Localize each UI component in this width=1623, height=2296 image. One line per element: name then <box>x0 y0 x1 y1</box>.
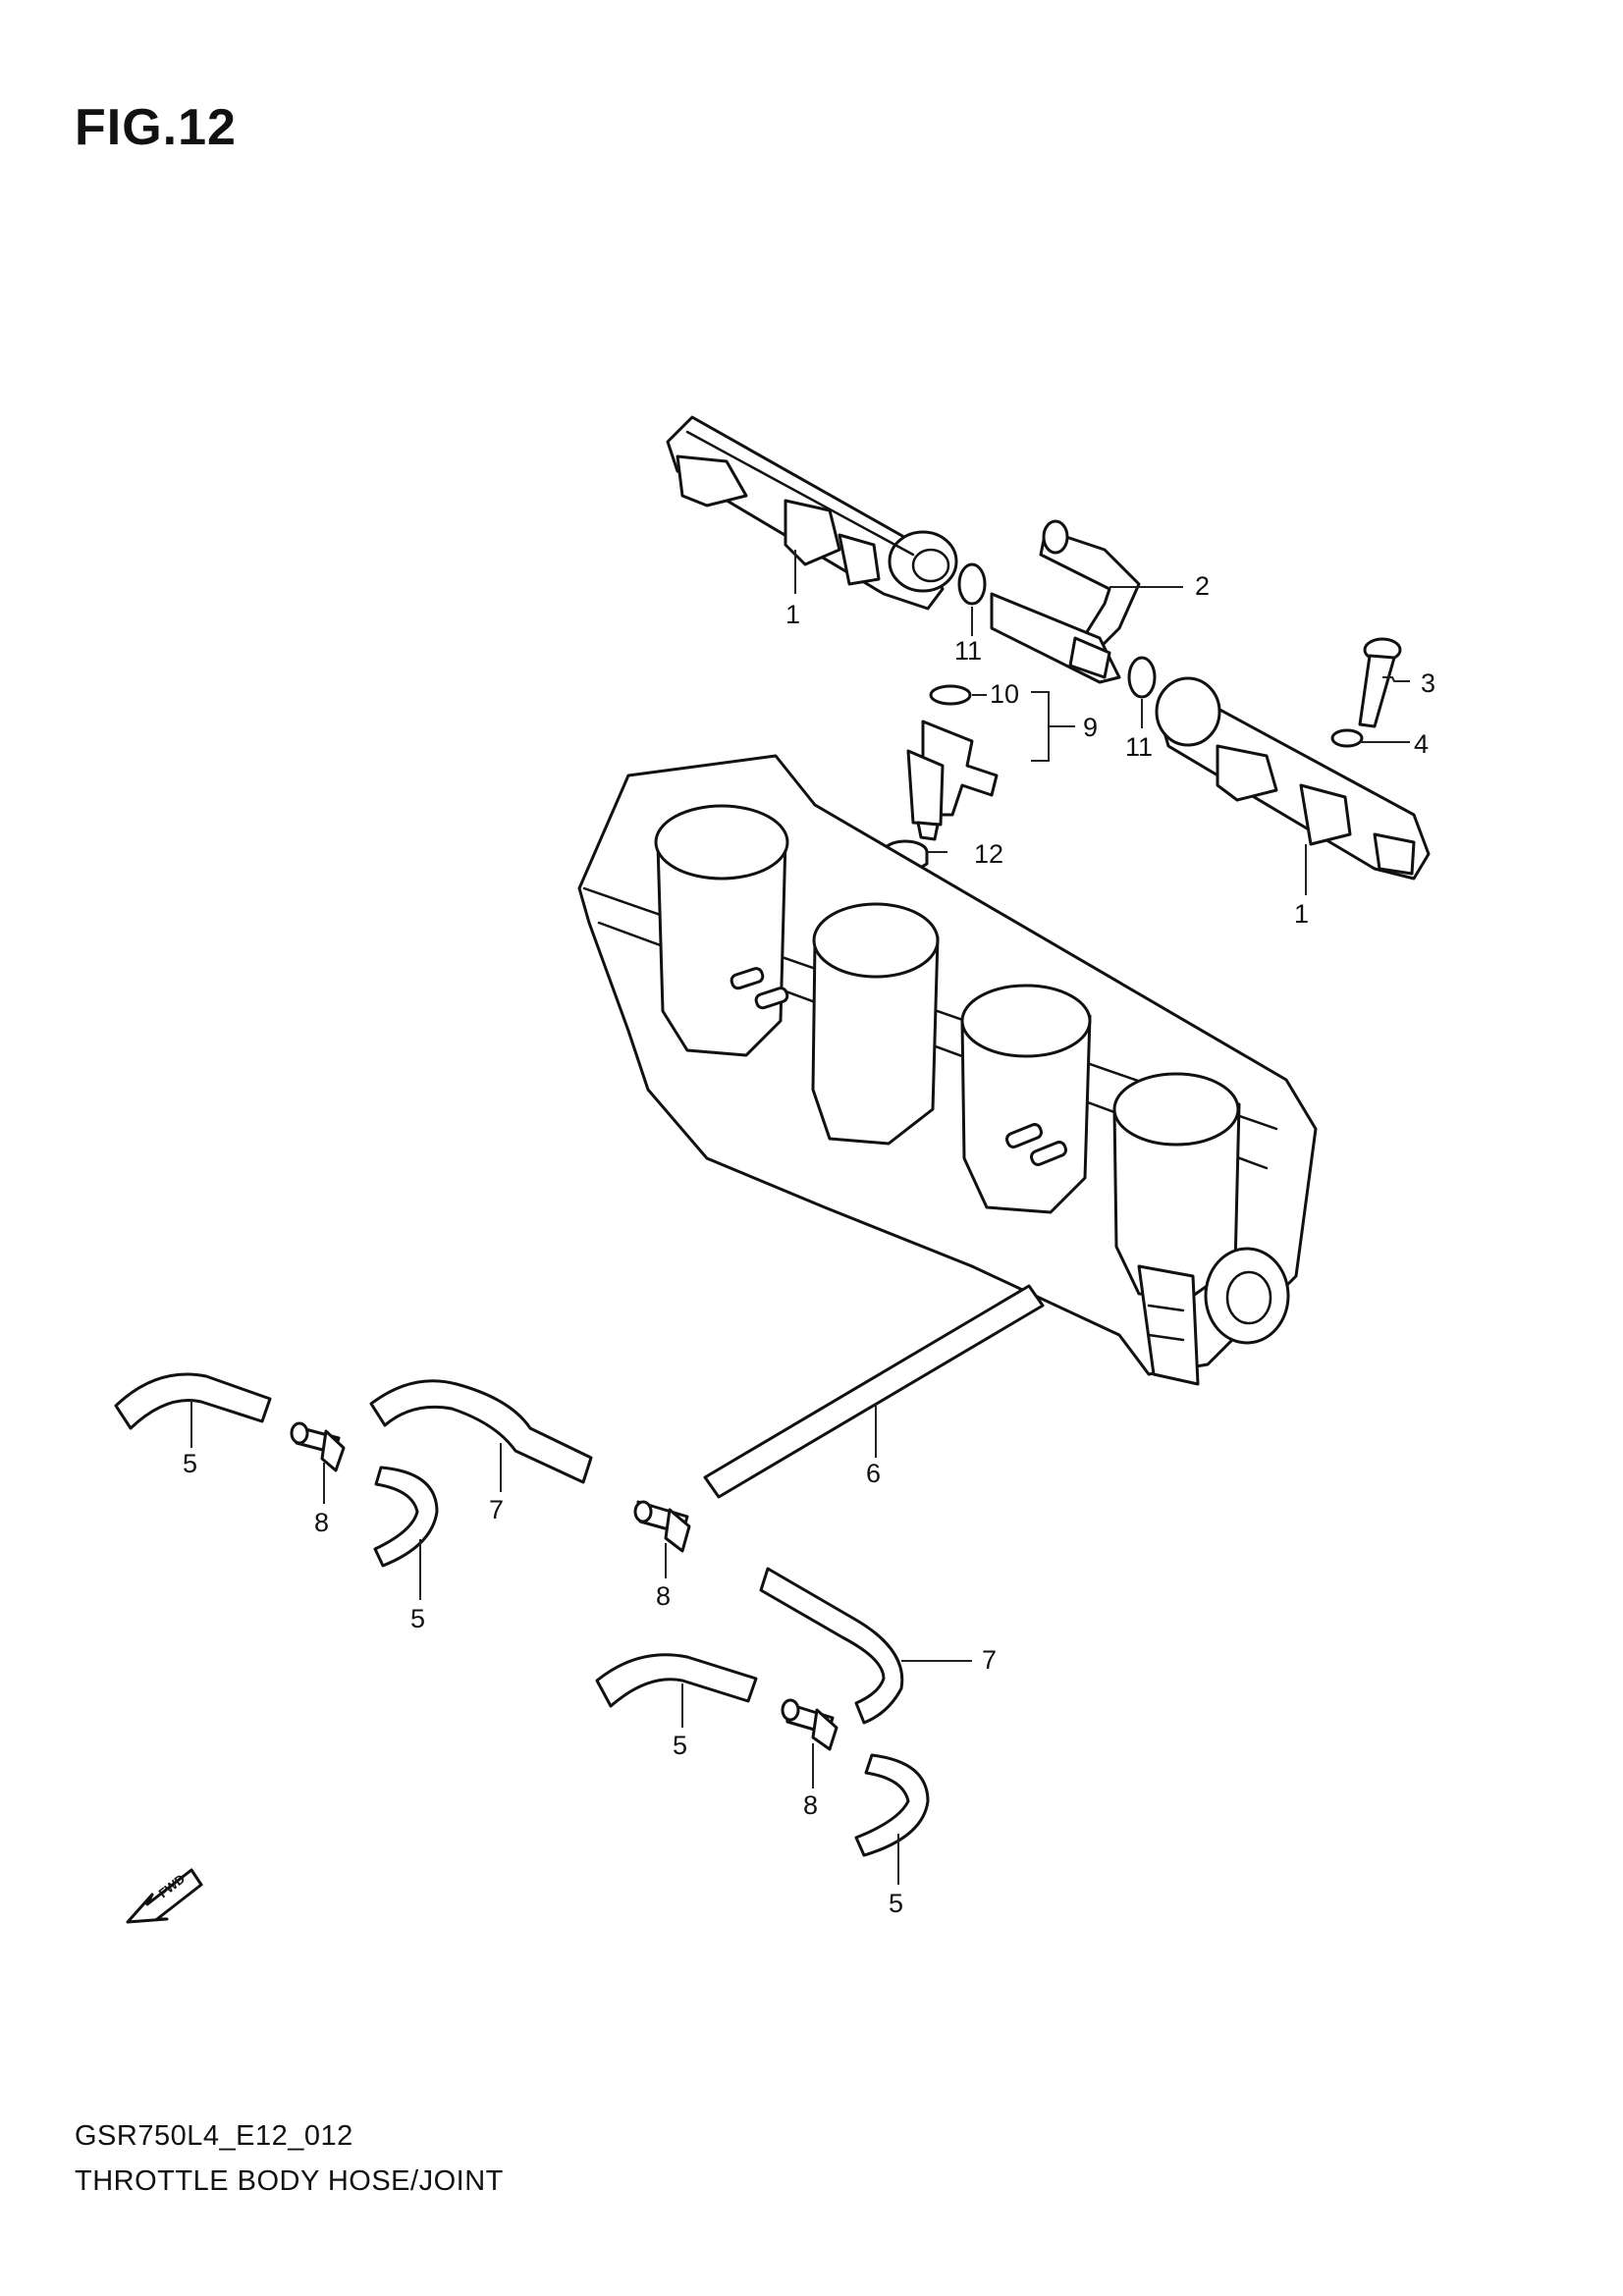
hose-7-a[interactable] <box>369 1379 593 1484</box>
hose-5-a[interactable] <box>114 1372 272 1430</box>
callout-7-b: 7 <box>982 1645 997 1675</box>
washer[interactable] <box>1330 728 1364 748</box>
callout-1-left: 1 <box>785 600 800 629</box>
fuel-feed-hose[interactable] <box>990 519 1141 684</box>
joint-8-b[interactable] <box>633 1500 691 1553</box>
figure-title: FIG.12 <box>75 99 237 156</box>
callout-6: 6 <box>866 1459 881 1488</box>
fuel-delivery-pipe-left[interactable] <box>666 415 958 611</box>
callout-8-b: 8 <box>656 1581 671 1611</box>
callout-9: 9 <box>1083 713 1098 742</box>
callout-8-c: 8 <box>803 1790 818 1820</box>
hose-6[interactable] <box>703 1284 1045 1499</box>
diagram-code: GSR750L4_E12_012 <box>75 2120 353 2152</box>
hose-5-d[interactable] <box>854 1753 930 1857</box>
callout-4: 4 <box>1414 729 1429 759</box>
hose-5-b[interactable] <box>373 1466 439 1568</box>
o-ring-right[interactable] <box>1127 656 1157 699</box>
callout-5-d: 5 <box>889 1889 903 1918</box>
o-ring-left[interactable] <box>957 562 987 606</box>
joint-8-a[interactable] <box>290 1421 346 1472</box>
callout-3: 3 <box>1421 668 1435 698</box>
hose-5-c[interactable] <box>595 1653 758 1708</box>
callout-5-b: 5 <box>410 1604 425 1633</box>
fuel-injector[interactable] <box>906 720 999 841</box>
callout-7-a: 7 <box>489 1495 504 1524</box>
callout-11-right: 11 <box>1125 732 1153 762</box>
callout-10: 10 <box>990 679 1019 709</box>
callout-5-a: 5 <box>183 1449 197 1478</box>
fuel-delivery-pipe-right[interactable] <box>1155 676 1431 881</box>
callout-11-left: 11 <box>954 636 982 666</box>
throttle-body-assembly[interactable] <box>577 754 1318 1386</box>
fwd-arrow-icon: FWD <box>126 1868 203 1924</box>
callout-8-a: 8 <box>314 1508 329 1537</box>
callout-12: 12 <box>974 839 1003 869</box>
callout-1-right: 1 <box>1294 899 1309 929</box>
diagram-title: THROTTLE BODY HOSE/JOINT <box>75 2165 504 2197</box>
bolt[interactable] <box>1358 637 1402 728</box>
callout-5-c: 5 <box>673 1731 687 1760</box>
leader-lines <box>190 550 1410 1885</box>
hose-7-b[interactable] <box>759 1567 904 1725</box>
injector-seal[interactable] <box>929 684 972 706</box>
callout-2: 2 <box>1195 571 1210 601</box>
joint-8-c[interactable] <box>781 1698 839 1751</box>
